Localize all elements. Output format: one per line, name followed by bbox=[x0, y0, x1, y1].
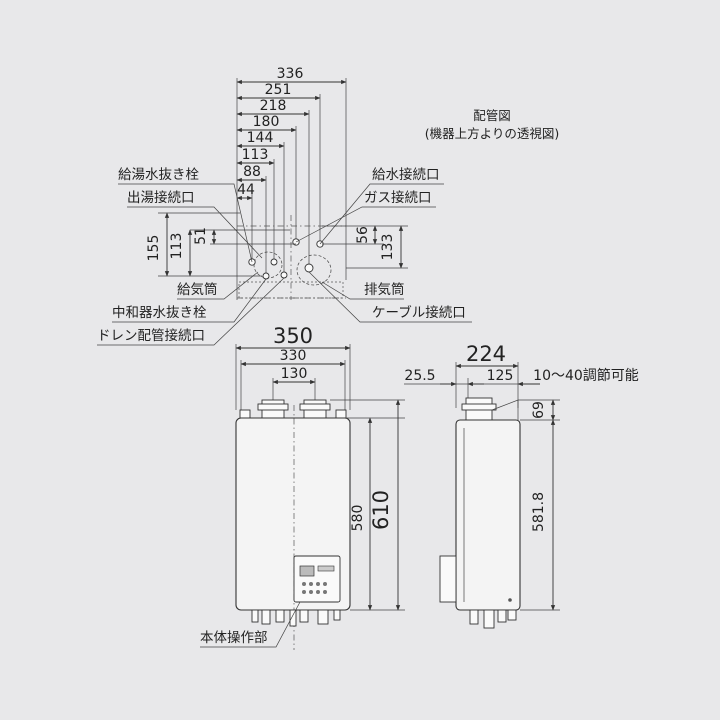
left-dim-lines bbox=[158, 212, 296, 277]
label-neutral-drain: 中和器水抜き栓 bbox=[112, 305, 207, 321]
top-view-outline bbox=[237, 215, 346, 300]
dim-113: 113 bbox=[242, 147, 269, 163]
dim-44: 44 bbox=[237, 182, 255, 198]
adjust-note: 10～40調節可能 bbox=[533, 367, 639, 384]
label-hot-outlet: 出湯接続口 bbox=[127, 189, 195, 206]
dim-113-v: 113 bbox=[169, 233, 185, 260]
right-dim-lines bbox=[322, 225, 408, 269]
dim-69: 69 bbox=[531, 401, 547, 419]
side-body bbox=[455, 419, 521, 611]
label-control-panel: 本体操作部 bbox=[200, 630, 268, 646]
label-water-inlet: 給水接続口 bbox=[372, 166, 440, 183]
dim-56: 56 bbox=[355, 226, 371, 244]
front-bottom-fittings bbox=[251, 609, 341, 627]
dim-51: 51 bbox=[193, 227, 209, 245]
piping-title: 配管図 bbox=[473, 108, 511, 123]
piping-subtitle: (機器上方よりの透視図) bbox=[425, 126, 560, 141]
dim-155: 155 bbox=[146, 235, 162, 262]
top-dim-lines bbox=[236, 78, 347, 280]
dim-125: 125 bbox=[487, 368, 514, 384]
dim-133: 133 bbox=[380, 234, 396, 261]
dim-336: 336 bbox=[277, 66, 304, 82]
dim-580: 580 bbox=[350, 505, 366, 532]
dim-144: 144 bbox=[247, 130, 274, 146]
dim-25-5: 25.5 bbox=[404, 368, 435, 384]
dim-581-8: 581.8 bbox=[531, 492, 547, 532]
label-gas-inlet: ガス接続口 bbox=[364, 189, 432, 206]
label-cable-inlet: ケーブル接続口 bbox=[372, 304, 466, 321]
dim-88: 88 bbox=[243, 164, 261, 180]
piping-view: 配管図 (機器上方よりの透視図) 336 251 218 180 144 11 bbox=[97, 66, 560, 346]
dim-330: 330 bbox=[280, 348, 307, 364]
side-panel bbox=[439, 555, 457, 603]
dim-180: 180 bbox=[253, 114, 280, 130]
dim-218: 218 bbox=[260, 98, 287, 114]
dim-224: 224 bbox=[466, 342, 506, 366]
dim-610: 610 bbox=[369, 490, 393, 530]
label-drain-pipe: ドレン配管接続口 bbox=[97, 327, 205, 344]
label-intake: 給気筒 bbox=[177, 281, 218, 298]
dim-130: 130 bbox=[281, 366, 308, 382]
front-view: 350 330 130 bbox=[200, 324, 405, 650]
label-exhaust: 排気筒 bbox=[364, 281, 405, 298]
label-hot-drain: 給湯水抜き栓 bbox=[118, 166, 199, 183]
dim-350: 350 bbox=[273, 324, 313, 348]
side-view: 224 25.5 125 10～40調節可能 69 581 bbox=[404, 342, 639, 629]
side-bottom-fittings bbox=[469, 609, 517, 629]
dim-251: 251 bbox=[265, 82, 292, 98]
control-panel bbox=[293, 555, 341, 603]
